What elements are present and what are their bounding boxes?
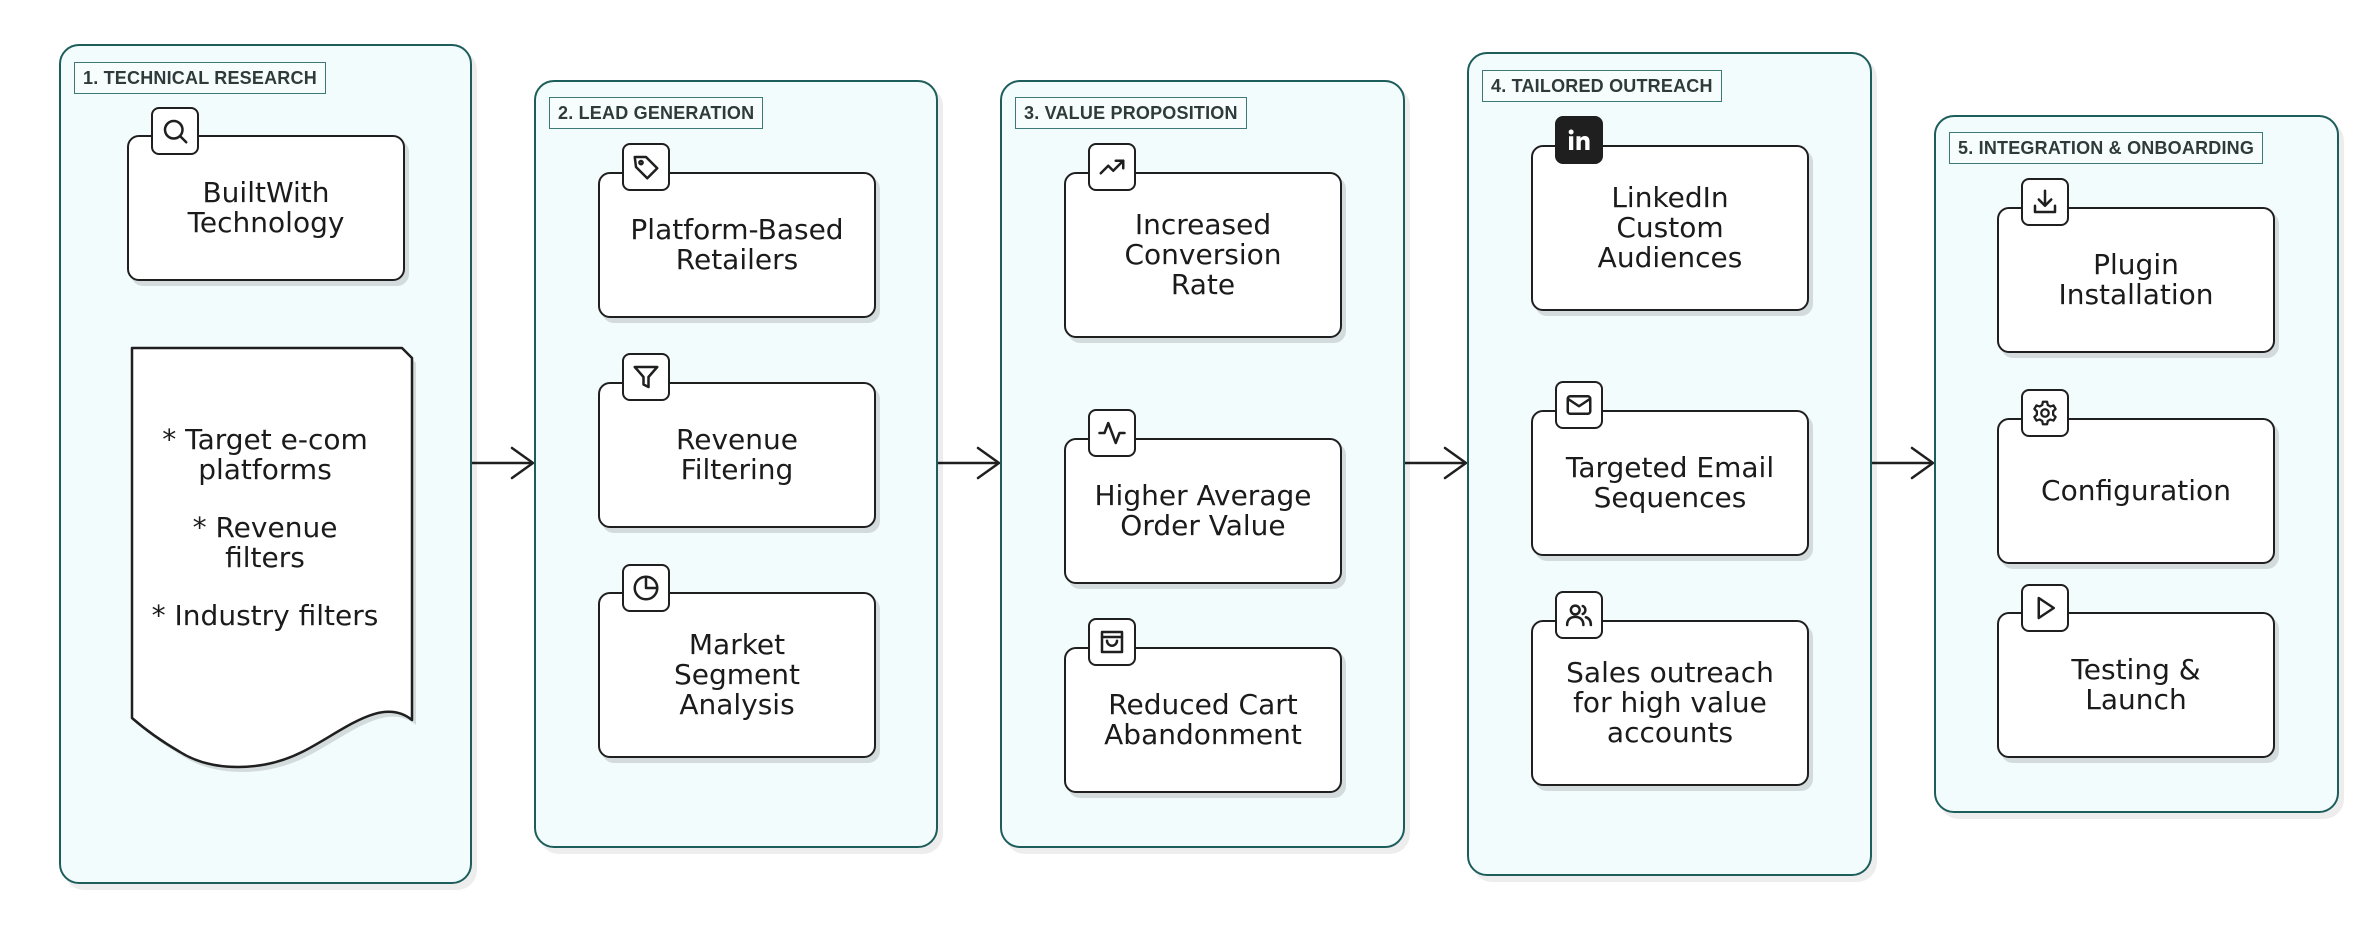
card-label: Platform-Based Retailers (630, 213, 844, 276)
download-icon (2021, 178, 2069, 226)
arrow-3-to-4 (1403, 446, 1468, 480)
arrow-2-to-3 (936, 446, 1001, 480)
card-label: LinkedIn Custom Audiences (1597, 181, 1743, 274)
card-testing-launch: Testing & Launch (1997, 612, 2275, 758)
card-builtwith-technology: BuiltWith Technology (127, 135, 405, 281)
gear-icon (2021, 389, 2069, 437)
arrow-1-to-2 (470, 446, 535, 480)
notes-document-shape (130, 346, 416, 772)
group-label-tailored-outreach: 4. TAILORED OUTREACH (1482, 70, 1722, 102)
arrow-4-to-5 (1870, 446, 1935, 480)
card-sales-outreach: Sales outreach for high value accounts (1531, 620, 1809, 786)
card-label: Market Segment Analysis (674, 628, 800, 721)
card-increased-conversion-rate: Increased Conversion Rate (1064, 172, 1342, 338)
card-label: Configuration (2041, 474, 2231, 507)
card-label: Revenue Filtering (676, 423, 798, 486)
play-icon (2021, 584, 2069, 632)
card-configuration: Configuration (1997, 418, 2275, 564)
note-line: * Industry filters (151, 599, 379, 632)
notes-list: * Target e-com platforms * Revenue filte… (125, 425, 405, 659)
card-market-segment-analysis: Market Segment Analysis (598, 592, 876, 758)
card-label: Plugin Installation (2058, 248, 2214, 311)
shopping-bag-icon (1088, 618, 1136, 666)
card-platform-based-retailers: Platform-Based Retailers (598, 172, 876, 318)
mail-icon (1555, 381, 1603, 429)
card-label: Targeted Email Sequences (1565, 451, 1775, 514)
filter-icon (622, 353, 670, 401)
card-label: Sales outreach for high value accounts (1566, 656, 1774, 749)
group-label-integration-onboarding: 5. INTEGRATION & ONBOARDING (1949, 132, 2264, 164)
card-revenue-filtering: Revenue Filtering (598, 382, 876, 528)
card-linkedin-custom-audiences: LinkedIn Custom Audiences (1531, 145, 1809, 311)
card-label: BuiltWith Technology (187, 176, 345, 239)
activity-icon (1088, 409, 1136, 457)
pie-chart-icon (622, 564, 670, 612)
card-reduced-cart-abandonment: Reduced Cart Abandonment (1064, 647, 1342, 793)
trending-up-icon (1088, 143, 1136, 191)
card-label: Increased Conversion Rate (1124, 208, 1282, 301)
card-plugin-installation: Plugin Installation (1997, 207, 2275, 353)
card-label: Higher Average Order Value (1094, 479, 1312, 542)
users-icon (1555, 591, 1603, 639)
note-line: * Revenue filters (192, 511, 338, 574)
group-label-lead-generation: 2. LEAD GENERATION (549, 97, 764, 129)
group-label-value-proposition: 3. VALUE PROPOSITION (1015, 97, 1247, 129)
linkedin-icon (1555, 116, 1603, 164)
card-targeted-email-sequences: Targeted Email Sequences (1531, 410, 1809, 556)
card-higher-average-order-value: Higher Average Order Value (1064, 438, 1342, 584)
group-label-technical-research: 1. TECHNICAL RESEARCH (74, 62, 326, 94)
card-label: Testing & Launch (2071, 653, 2201, 716)
note-line: * Target e-com platforms (162, 423, 368, 486)
search-icon (151, 107, 199, 155)
card-label: Reduced Cart Abandonment (1104, 688, 1302, 751)
tag-icon (622, 143, 670, 191)
